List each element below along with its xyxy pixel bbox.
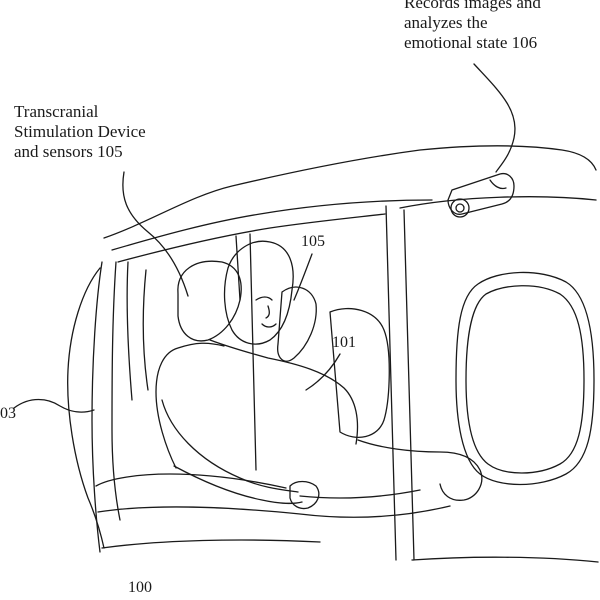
seat-back — [91, 261, 149, 553]
leader-101 — [305, 353, 341, 391]
cabin-ceiling-inner — [117, 213, 386, 263]
cabin-ceiling-edge — [111, 199, 433, 251]
seat-cushion — [95, 473, 451, 549]
leader-103 — [13, 398, 95, 413]
stimulation-pad-right — [277, 286, 317, 362]
device-label-line-2: Stimulation Device — [14, 122, 146, 141]
stimulation-pad-left — [177, 260, 242, 342]
leader-106 — [473, 63, 516, 173]
figure-number-100: 100 — [128, 579, 152, 596]
side-window — [329, 308, 390, 438]
seat-side-103 — [67, 267, 105, 549]
camera-lens — [450, 198, 470, 218]
camera-label-line-2: analyzes the — [404, 13, 488, 32]
leader-105 — [293, 253, 313, 301]
passenger-arm-right — [357, 439, 483, 501]
device-label-line-1: Transcranial — [14, 102, 99, 121]
window-panel — [385, 196, 599, 563]
device-label: Transcranial Stimulation Device and sens… — [14, 102, 146, 162]
passenger-torso — [155, 339, 359, 469]
camera-lens-inner — [455, 203, 465, 213]
leader-105-device — [122, 171, 189, 297]
passenger-face — [255, 296, 277, 328]
passenger-arm — [161, 399, 303, 504]
camera-label-line-1: Records images and — [404, 0, 541, 12]
camera-mount — [489, 179, 507, 190]
camera-label: Records images and analyzes the emotiona… — [404, 0, 541, 53]
reference-105: 105 — [301, 233, 325, 250]
cabin-window-inner — [465, 285, 585, 474]
cabin-outline — [103, 145, 597, 239]
camera-label-line-3: emotional state 106 — [404, 33, 538, 52]
passenger-head — [223, 240, 294, 345]
reference-103: 103 — [0, 405, 16, 422]
wall-divider — [235, 233, 257, 471]
reference-101: 101 — [332, 334, 356, 351]
cabin-window — [455, 271, 595, 486]
device-label-line-3: and sensors 105 — [14, 142, 123, 161]
passenger-hand — [289, 480, 320, 510]
camera-body — [447, 172, 515, 215]
